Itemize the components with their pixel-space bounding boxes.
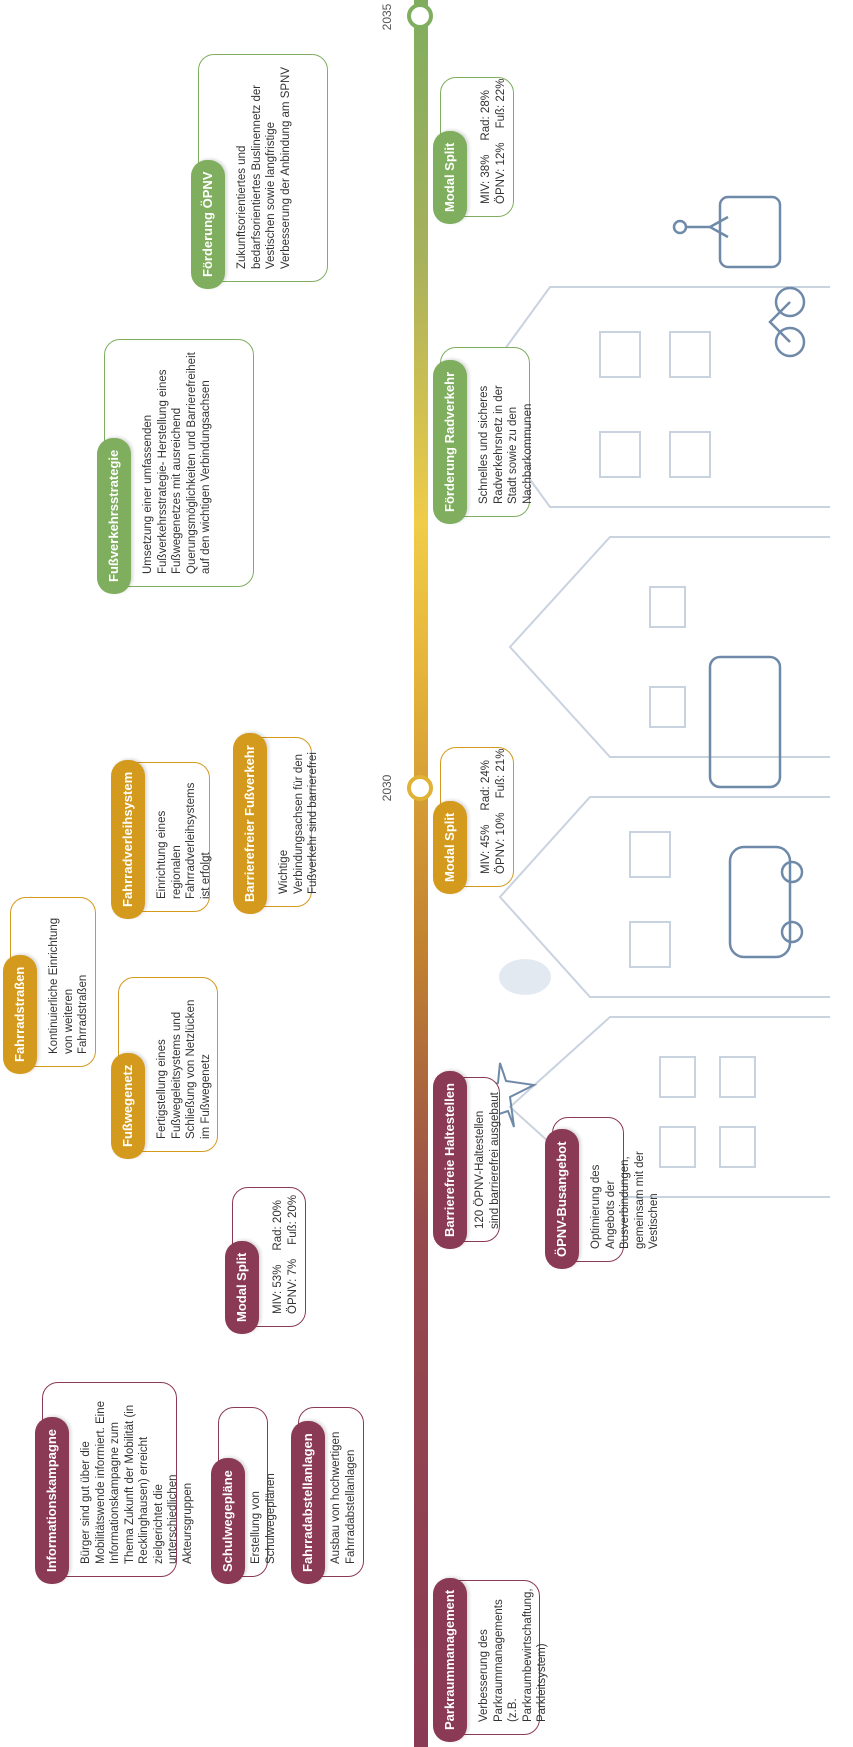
card-foerderung-oepnv: Förderung ÖPNV Zukunftsorientiertes und … xyxy=(191,54,328,289)
card-fahrradabstellanlagen: Fahrradabstellanlagen Ausbau von hochwer… xyxy=(291,1407,364,1584)
rad-value: Rad: 28% xyxy=(480,90,492,141)
card-title: Modal Split xyxy=(225,1240,259,1334)
year-2030-label: 2030 xyxy=(380,774,394,802)
card-text: Erstellung von Schulwegeplänen xyxy=(250,1473,277,1564)
card-title: Modal Split xyxy=(433,130,467,224)
miv-value: MIV: 45% xyxy=(480,824,492,874)
card-barrierefreier-fussverkehr: Barrierefreier Fußverkehr Wichtige Verbi… xyxy=(233,733,319,914)
pedestrian-icon xyxy=(672,215,729,239)
fuss-value: Fuß: 20% xyxy=(287,1194,299,1245)
milestone-2030-node xyxy=(407,775,433,801)
card-text: Umsetzung einer umfassenden Fußverkehrss… xyxy=(142,352,212,574)
house-right-outline xyxy=(508,536,830,758)
card-title: Förderung ÖPNV xyxy=(191,159,225,289)
card-oepnv-busangebot: ÖPNV-Busangebot Optimierung des Angebots… xyxy=(545,1117,660,1269)
cloud-icon xyxy=(499,959,551,995)
card-title: Parkraummanagement xyxy=(433,1577,467,1742)
card-title: Fahrradabstellanlagen xyxy=(291,1421,325,1584)
house-left-outline xyxy=(508,1016,830,1198)
card-title: Fahrradstraßen xyxy=(3,954,37,1074)
card-informationskampagne: Informationskampagne Bürger sind gut übe… xyxy=(35,1382,194,1584)
bus-icon xyxy=(718,195,782,269)
card-text: 120 ÖPNV-Haltestellen sind barrierefrei … xyxy=(474,1092,501,1229)
miv-value: MIV: 53% xyxy=(272,1264,284,1314)
card-fahrradverleihsystem: Fahrradverleihsystem Einrichtung eines r… xyxy=(111,759,212,919)
milestone-2035-node xyxy=(407,3,433,29)
card-title: Barrierefreier Fußverkehr xyxy=(233,733,267,914)
card-fusswegenetz: Fußwegenetz Fertigstellung eines Fußwege… xyxy=(111,977,218,1159)
card-foerderung-radverkehr: Förderung Radverkehr Schnelles und siche… xyxy=(433,347,534,524)
card-title: Schulwegepläne xyxy=(211,1458,245,1584)
card-title: Barrierefreie Haltestellen xyxy=(433,1071,467,1249)
card-text: Einrichtung eines regionalen Fahrradverl… xyxy=(156,782,212,899)
card-text: Ausbau von hochwertigen Fahrradabstellan… xyxy=(330,1431,357,1564)
bicycle-icon xyxy=(774,326,806,358)
oepnv-value: ÖPNV: 7% xyxy=(287,1258,299,1314)
card-schulwegeplaene: Schulwegepläne Erstellung von Schulwegep… xyxy=(211,1407,277,1584)
rad-value: Rad: 24% xyxy=(480,760,492,811)
tram-icon xyxy=(708,655,782,789)
card-title: Fußwegenetz xyxy=(111,1052,145,1159)
card-title: Fußverkehrsstrategie xyxy=(97,437,131,594)
timeline-bar xyxy=(414,0,428,1747)
card-fussverkehrsstrategie: Fußverkehrsstrategie Umsetzung einer umf… xyxy=(97,339,254,594)
oepnv-value: ÖPNV: 12% xyxy=(495,142,507,204)
card-title: Förderung Radverkehr xyxy=(433,359,467,524)
fuss-value: Fuß: 22% xyxy=(495,78,507,129)
card-text: Verbesserung des Parkraummanagements (z.… xyxy=(478,1588,548,1722)
card-text: Schnelles und sicheres Radverkehrsnetz i… xyxy=(478,385,534,504)
fuss-value: Fuß: 21% xyxy=(495,748,507,799)
card-title: ÖPNV-Busangebot xyxy=(545,1129,579,1269)
card-modal-split-3: Modal Split MIV: 38% Rad: 28% ÖPNV: 12% Fu… xyxy=(433,77,514,224)
card-text: Optimierung des Angebots der Busverbindu… xyxy=(590,1151,660,1249)
city-illustration-svg xyxy=(468,195,830,1198)
miv-value: MIV: 38% xyxy=(480,154,492,204)
card-modal-split-1: Modal Split MIV: 53% Rad: 20% ÖPNV: 7% Fuß… xyxy=(225,1187,306,1334)
card-text: Kontinuierliche Einrichtung von weiteren… xyxy=(48,917,89,1054)
card-text: Wichtige Verbindungsachsen für den Fußve… xyxy=(278,752,319,894)
modal-split-values: MIV: 38% Rad: 28% ÖPNV: 12% Fuß: 22% xyxy=(479,79,509,204)
modal-split-values: MIV: 53% Rad: 20% ÖPNV: 7% Fuß: 20% xyxy=(271,1195,301,1314)
card-fahrradstrassen: Fahrradstraßen Kontinuierliche Einrichtu… xyxy=(3,897,96,1074)
house-middle-outline xyxy=(498,796,830,998)
card-text: Zukunftsorientiertes und bedarfsorientie… xyxy=(236,66,292,269)
city-illustration xyxy=(468,187,840,1227)
card-barrierefreie-haltestellen: Barrierefreie Haltestellen 120 ÖPNV-Halt… xyxy=(433,1071,501,1249)
rad-value: Rad: 20% xyxy=(272,1200,284,1251)
card-title: Informationskampagne xyxy=(35,1416,69,1584)
card-title: Modal Split xyxy=(433,800,467,894)
year-2035-label: 2035 xyxy=(380,3,394,31)
card-title: Fahrradverleihsystem xyxy=(111,759,145,919)
card-text: Bürger sind gut über die Mobilitätswende… xyxy=(80,1401,194,1564)
card-modal-split-2: Modal Split MIV: 45% Rad: 24% ÖPNV: 10% Fu… xyxy=(433,747,514,894)
oepnv-value: ÖPNV: 10% xyxy=(495,812,507,874)
card-text: Fertigstellung eines Fußwegeleitsystems … xyxy=(156,999,212,1139)
car-icon xyxy=(728,845,792,959)
modal-split-values: MIV: 45% Rad: 24% ÖPNV: 10% Fuß: 21% xyxy=(479,749,509,874)
card-parkraummanagement: Parkraummanagement Verbesserung des Park… xyxy=(433,1577,548,1742)
